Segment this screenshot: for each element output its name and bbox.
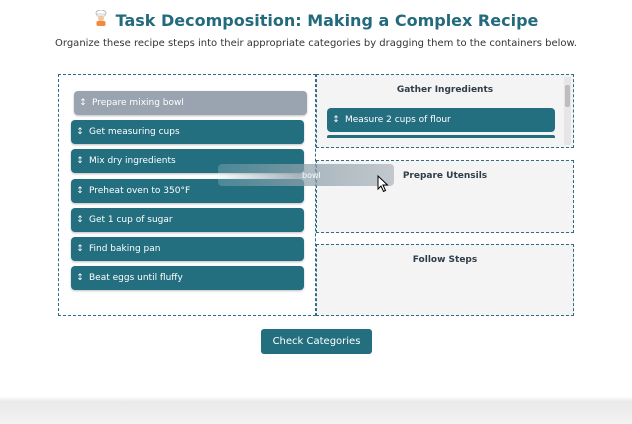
draggable-item-partial[interactable]	[327, 135, 555, 138]
vertical-arrows-icon: ↕	[76, 186, 84, 196]
item-label: Beat eggs until fluffy	[89, 273, 183, 283]
category-title: Prepare Utensils	[402, 171, 488, 181]
drag-preview: bowl	[218, 164, 394, 186]
item-label: Get measuring cups	[89, 127, 180, 137]
vertical-arrows-icon: ↕	[76, 156, 84, 166]
item-label: Measure 2 cups of flour	[345, 115, 451, 125]
category-gather-ingredients[interactable]: Gather Ingredients ↕ Measure 2 cups of f…	[316, 74, 574, 148]
draggable-item[interactable]: ↕ Get measuring cups	[71, 120, 304, 144]
category-title: Gather Ingredients	[396, 85, 494, 95]
item-label: Mix dry ingredients	[89, 156, 176, 166]
draggable-item[interactable]: ↕ Mix dry ingredients	[71, 149, 304, 173]
unsorted-items-container[interactable]: ↕ Prepare mixing bowl ↕ Get measuring cu…	[58, 74, 316, 316]
instructions: Organize these recipe steps into their a…	[55, 38, 577, 49]
scrollbar[interactable]	[564, 77, 571, 145]
vertical-arrows-icon: ↕	[76, 273, 84, 283]
chef-icon	[94, 9, 108, 30]
item-label: Prepare mixing bowl	[92, 98, 184, 108]
draggable-item[interactable]: ↕ Get 1 cup of sugar	[71, 208, 304, 232]
scrollbar[interactable]	[564, 163, 571, 230]
scrollbar[interactable]	[564, 247, 571, 313]
draggable-item[interactable]: ↕ Prepare mixing bowl	[74, 91, 307, 115]
item-label: Preheat oven to 350°F	[89, 186, 191, 196]
item-label: Find baking pan	[89, 244, 161, 254]
category-title: Follow Steps	[412, 255, 478, 265]
drag-preview-label: bowl	[302, 170, 321, 180]
category-follow-steps[interactable]: Follow Steps	[316, 244, 574, 316]
scrollbar-thumb[interactable]	[565, 85, 570, 107]
draggable-item[interactable]: ↕ Find baking pan	[71, 237, 304, 261]
vertical-arrows-icon: ↕	[76, 244, 84, 254]
check-categories-button[interactable]: Check Categories	[261, 329, 372, 354]
vertical-arrows-icon: ↕	[76, 215, 84, 225]
draggable-item[interactable]: ↕ Beat eggs until fluffy	[71, 266, 304, 290]
vertical-arrows-icon: ↕	[76, 127, 84, 137]
page-title: Task Decomposition: Making a Complex Rec…	[0, 9, 632, 30]
mouse-cursor-icon	[377, 175, 389, 193]
draggable-item[interactable]: ↕ Measure 2 cups of flour	[327, 108, 555, 132]
page-title-text: Task Decomposition: Making a Complex Rec…	[115, 11, 539, 30]
vertical-arrows-icon: ↕	[332, 115, 340, 125]
vertical-arrows-icon: ↕	[79, 98, 87, 108]
item-label: Get 1 cup of sugar	[89, 215, 173, 225]
drag-board: ↕ Prepare mixing bowl ↕ Get measuring cu…	[58, 74, 574, 316]
draggable-item[interactable]: ↕ Preheat oven to 350°F	[71, 179, 304, 203]
